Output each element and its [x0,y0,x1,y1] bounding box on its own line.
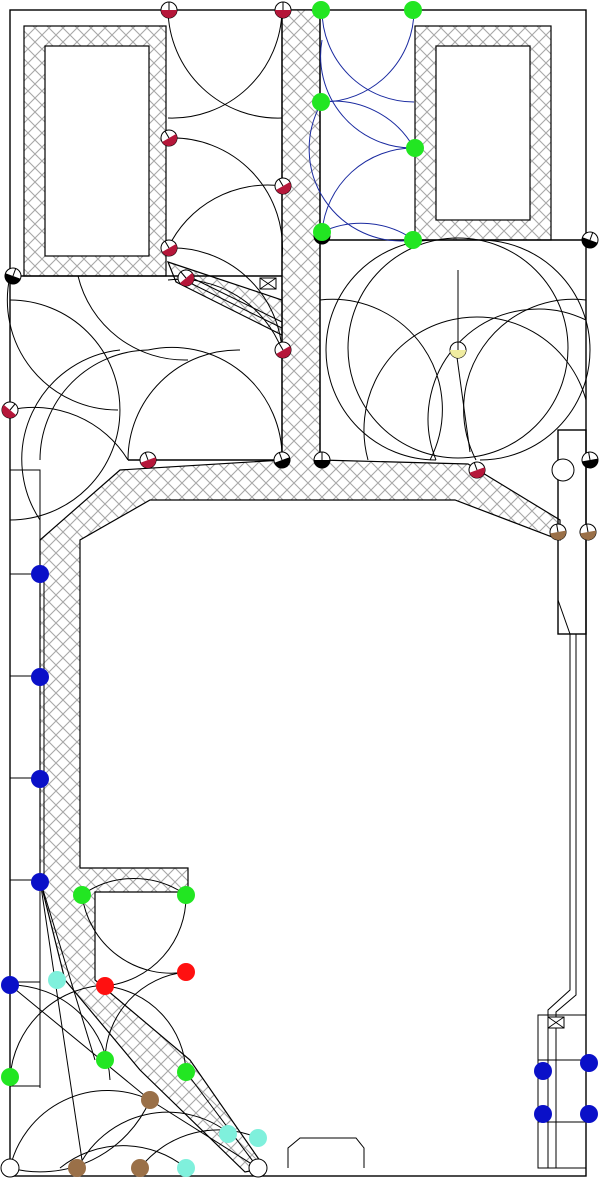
emitter-green-icon [404,231,422,249]
emitter-green-icon [73,886,91,904]
spray-arcs-blue [308,9,415,242]
top-right-bed [414,25,552,241]
rotor-arcs-right [319,237,591,461]
sprinkler-head-icon [468,461,486,479]
riser-icon [0,1158,20,1178]
emitter-cyan-icon [219,1125,237,1143]
sprinkler-head-icon [274,341,292,359]
emitter-green-icon [96,1051,114,1069]
emitter-green-icon [177,1063,195,1081]
sprinkler-head-icon [1,401,19,419]
emitter-brown-icon [141,1091,159,1109]
sprinkler-head-icon [581,231,599,249]
riser-icon [248,1158,268,1178]
emitter-cyan-icon [249,1129,267,1147]
sprinkler-head-icon [549,523,567,541]
sprinkler-head-icon [177,269,195,287]
emitter-blue-icon [31,770,49,788]
sprinkler-head-icon [449,341,467,359]
sprinkler-head-icon [160,239,178,257]
emitter-green-icon [1,1068,19,1086]
emitter-green-icon [312,93,330,111]
emitter-green-icon [404,1,422,19]
sprinkler-head-icon [581,451,599,469]
sprinkler-head-icon [160,129,178,147]
sprinkler-head-icon [139,451,157,469]
sprinkler-head-icon [273,451,291,469]
emitter-cyan-icon [177,1159,195,1177]
emitter-green-icon [312,1,330,19]
spray-arcs-lower-left [9,878,259,1173]
sprinkler-head-icon [579,523,597,541]
emitter-red-icon [96,977,114,995]
sprinkler-head-icon [4,267,22,285]
spray-arcs-upper-left [6,9,283,521]
emitter-blue-icon [580,1105,598,1123]
emitter-red-icon [177,963,195,981]
emitter-green-icon [406,139,424,157]
emitter-blue-icon [1,976,19,994]
sprinkler-head-icon [274,177,292,195]
emitter-brown-icon [68,1159,86,1177]
emitter-brown-icon [131,1159,149,1177]
valve-box-icon [547,1016,565,1029]
emitter-blue-icon [31,668,49,686]
emitter-cyan-icon [48,971,66,989]
emitter-blue-icon [534,1062,552,1080]
top-left-bed [23,25,167,277]
emitter-blue-icon [31,873,49,891]
emitter-blue-icon [31,565,49,583]
riser-icon [551,458,575,482]
sprinkler-head-icon [313,451,331,469]
sprinkler-head-icon [160,1,178,19]
emitter-blue-icon [534,1105,552,1123]
sprinkler-head-icon [274,1,292,19]
emitter-green-icon [177,886,195,904]
emitter-blue-icon [580,1054,598,1072]
emitter-green-icon [313,223,331,241]
valve-box-icon [259,277,277,290]
